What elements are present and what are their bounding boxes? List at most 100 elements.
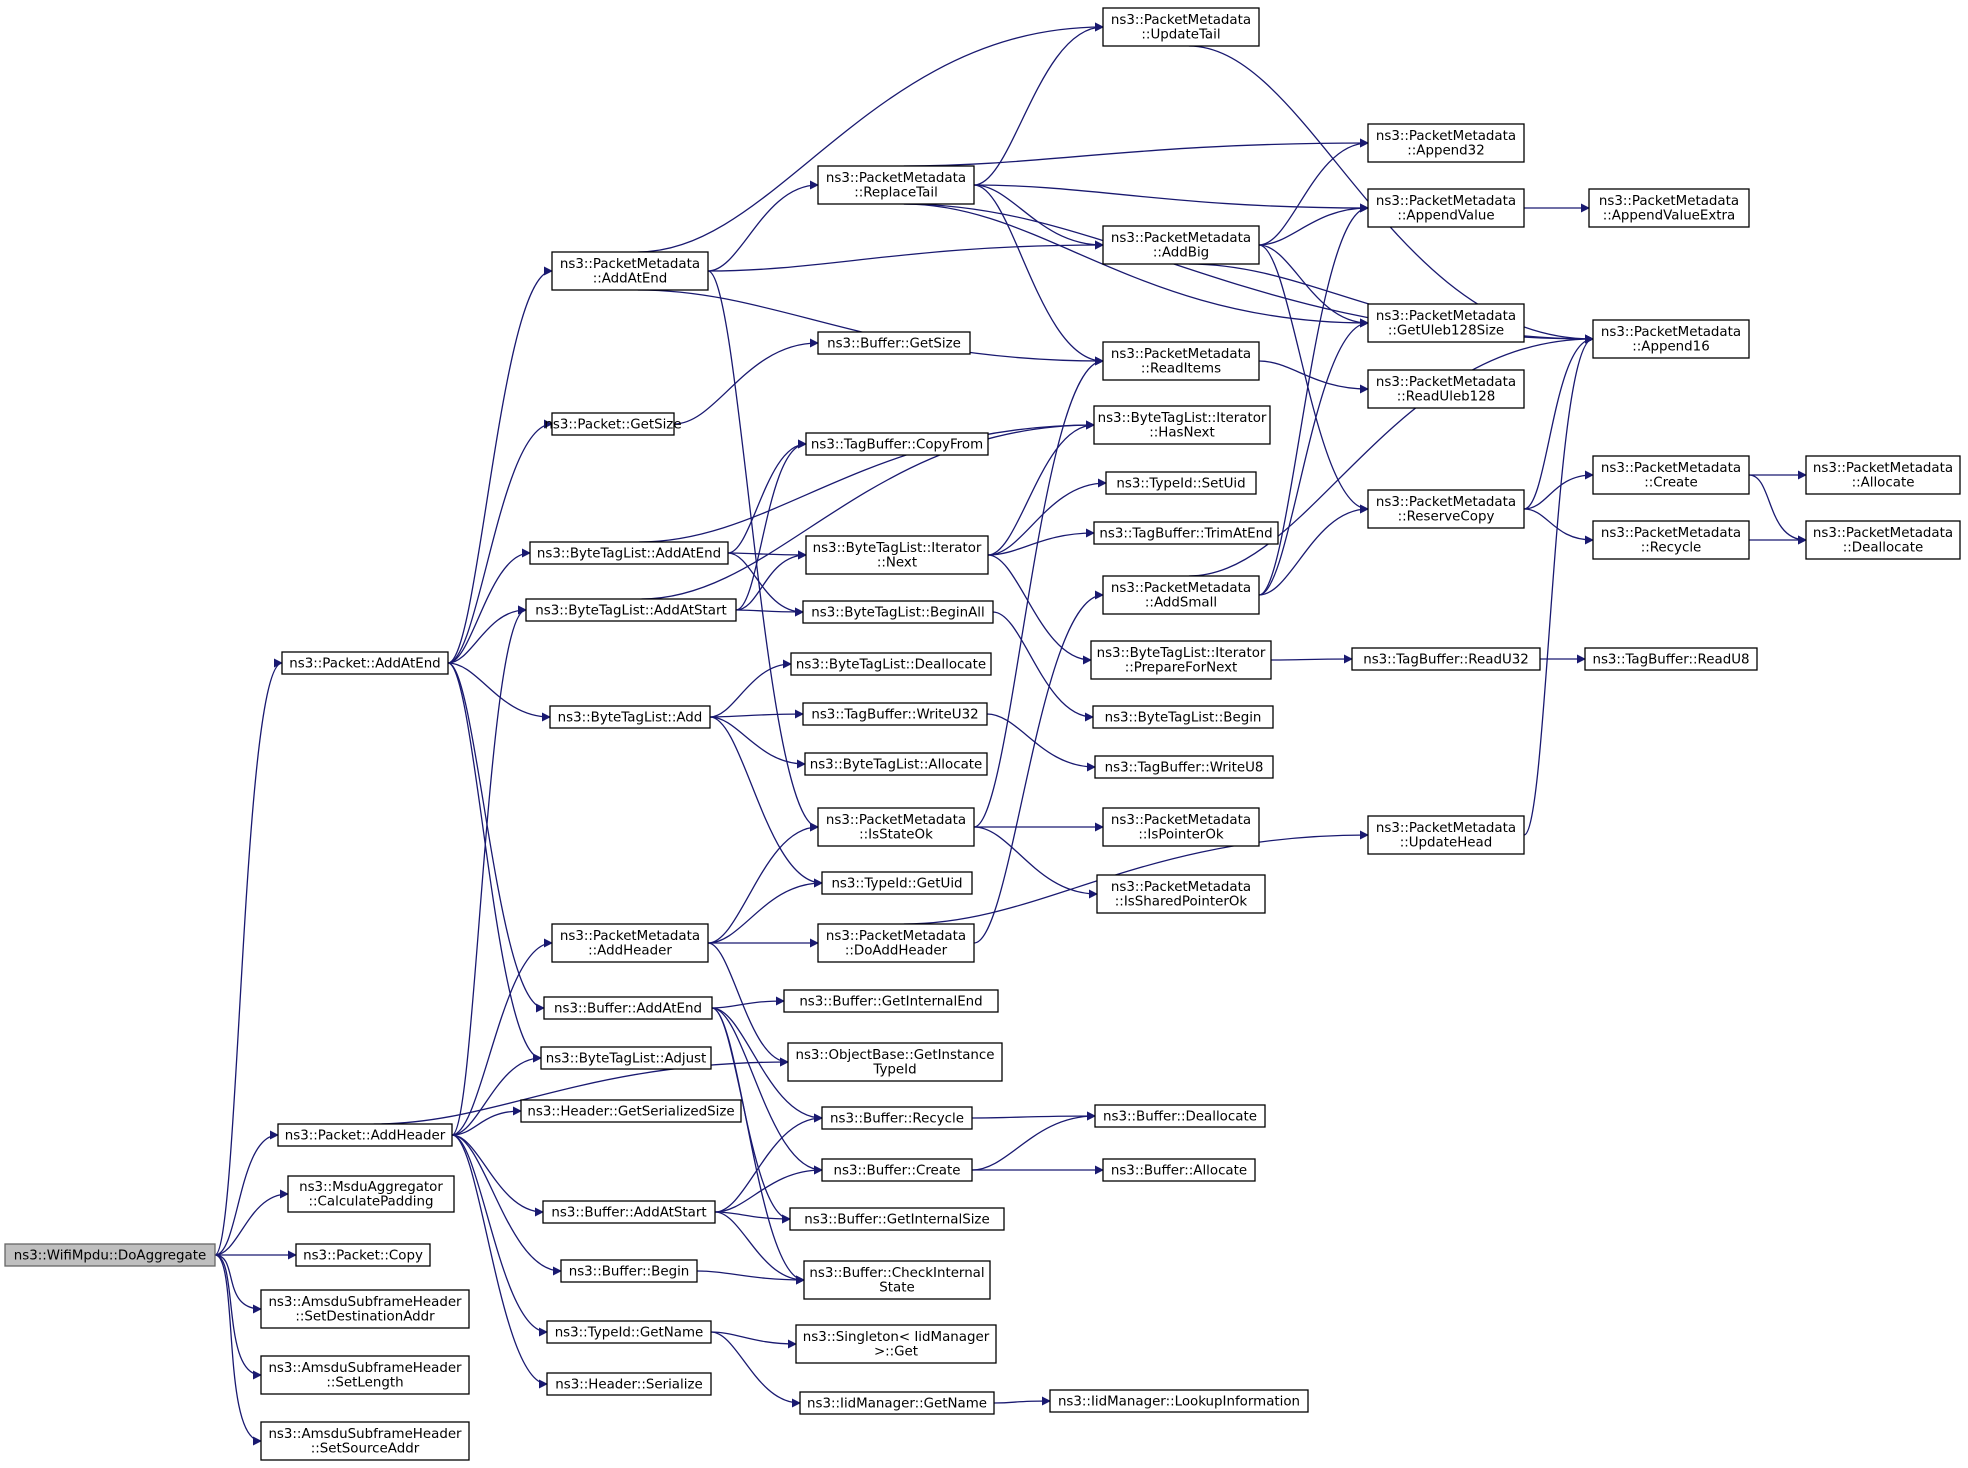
- edge-btl-addatend-to-btl-iter-next: [727, 550, 807, 560]
- node-tagbuffer-readu32[interactable]: ns3::TagBuffer::ReadU32: [1351, 647, 1541, 671]
- node-pm-getuleb[interactable]: ns3::PacketMetadata::GetUleb128Size: [1367, 303, 1525, 343]
- edge-path: [641, 420, 1095, 600]
- node-label: ns3::Buffer::Deallocate: [1103, 1109, 1257, 1124]
- node-buffer-getsize[interactable]: ns3::Buffer::GetSize: [817, 331, 971, 355]
- node-pm-readitems[interactable]: ns3::PacketMetadata::ReadItems: [1102, 341, 1260, 381]
- node-label: ::AppendValueExtra: [1603, 209, 1736, 224]
- node-label: ::AppendValue: [1397, 209, 1494, 224]
- node-tagbuffer-copyfrom[interactable]: ns3::TagBuffer::CopyFrom: [805, 432, 989, 456]
- node-btl-addatend[interactable]: ns3::ByteTagList::AddAtEnd: [529, 541, 729, 565]
- node-tagbuffer-readu8[interactable]: ns3::TagBuffer::ReadU8: [1584, 647, 1758, 671]
- node-packet-getsize[interactable]: ns3::Packet::GetSize: [544, 412, 682, 436]
- node-pm-addheader[interactable]: ns3::PacketMetadata::AddHeader: [551, 923, 709, 963]
- node-packet-addatend[interactable]: ns3::Packet::AddAtEnd: [281, 651, 449, 675]
- node-btl-alloc[interactable]: ns3::ByteTagList::Allocate: [804, 752, 988, 776]
- node-msdu-calcpad[interactable]: ns3::MsduAggregator::CalculatePadding: [287, 1175, 455, 1213]
- edge-path: [451, 1134, 562, 1276]
- node-pm-deallocate[interactable]: ns3::PacketMetadata::Deallocate: [1805, 520, 1961, 560]
- node-pm-readuleb[interactable]: ns3::PacketMetadata::ReadUleb128: [1367, 369, 1525, 409]
- node-buffer-addatstart[interactable]: ns3::Buffer::AddAtStart: [542, 1200, 716, 1224]
- node-btl-iter-prepare[interactable]: ns3::ByteTagList::Iterator::PrepareForNe…: [1090, 640, 1272, 680]
- node-buffer-getinternalend[interactable]: ns3::Buffer::GetInternalEnd: [783, 989, 999, 1013]
- node-label: ns3::Buffer::Recycle: [830, 1111, 964, 1126]
- edge-path: [214, 658, 283, 1256]
- node-btl-adjust[interactable]: ns3::ByteTagList::Adjust: [540, 1046, 712, 1070]
- node-buffer-recycle[interactable]: ns3::Buffer::Recycle: [821, 1106, 973, 1130]
- node-typeid-getname[interactable]: ns3::TypeId::GetName: [546, 1320, 712, 1344]
- node-pm-doaddheader[interactable]: ns3::PacketMetadata::DoAddHeader: [817, 923, 975, 963]
- node-header-serialize[interactable]: ns3::Header::Serialize: [546, 1372, 712, 1396]
- node-do-aggregate[interactable]: ns3::WifiMpdu::DoAggregate: [4, 1243, 216, 1267]
- node-box: [817, 165, 975, 205]
- node-buffer-create[interactable]: ns3::Buffer::Create: [821, 1158, 973, 1182]
- node-btl-beginall[interactable]: ns3::ByteTagList::BeginAll: [802, 600, 994, 624]
- edge-path: [711, 996, 785, 1009]
- node-typeid-getuid[interactable]: ns3::TypeId::GetUid: [821, 871, 973, 895]
- node-buffer-begin[interactable]: ns3::Buffer::Begin: [560, 1259, 698, 1283]
- node-iid-lookup[interactable]: ns3::IidManager::LookupInformation: [1049, 1389, 1309, 1413]
- node-pm-appendvalueextra[interactable]: ns3::PacketMetadata::AppendValueExtra: [1588, 188, 1750, 228]
- node-btl-add[interactable]: ns3::ByteTagList::Add: [549, 705, 711, 729]
- node-amsdu-setlen[interactable]: ns3::AmsduSubframeHeader::SetLength: [260, 1355, 470, 1395]
- edge-do-aggregate-to-msdu-calcpad: [214, 1189, 289, 1256]
- node-buffer-dealloc[interactable]: ns3::Buffer::Deallocate: [1094, 1104, 1266, 1128]
- node-box: [805, 432, 989, 456]
- edge-btl-iter-next-to-btl-iter-hasnext: [987, 420, 1095, 556]
- node-btl-dealloc[interactable]: ns3::ByteTagList::Deallocate: [790, 652, 992, 676]
- node-pm-addbig[interactable]: ns3::PacketMetadata::AddBig: [1102, 225, 1260, 265]
- node-label: ::ReplaceTail: [854, 186, 938, 201]
- edge-packet-addatend-to-btl-addatend: [447, 548, 531, 664]
- node-packet-copy[interactable]: ns3::Packet::Copy: [295, 1243, 431, 1267]
- node-header-getsersize[interactable]: ns3::Header::GetSerializedSize: [520, 1099, 742, 1123]
- node-tagbuffer-trimatend[interactable]: ns3::TagBuffer::TrimAtEnd: [1093, 521, 1279, 545]
- edge-path: [973, 356, 1104, 828]
- node-pm-create[interactable]: ns3::PacketMetadata::Create: [1592, 455, 1750, 495]
- node-pm-appendvalue[interactable]: ns3::PacketMetadata::AppendValue: [1367, 188, 1525, 228]
- node-typeid-setuid[interactable]: ns3::TypeId::SetUid: [1105, 471, 1257, 495]
- edge-packet-addheader-to-buffer-begin: [451, 1134, 562, 1276]
- edge-packet-addheader-to-pm-addheader: [451, 938, 553, 1136]
- edge-path: [214, 1254, 262, 1380]
- node-amsdu-setsrc[interactable]: ns3::AmsduSubframeHeader::SetSourceAddr: [260, 1421, 470, 1461]
- node-btl-iter-next[interactable]: ns3::ByteTagList::Iterator::Next: [805, 535, 989, 575]
- node-pm-addatend[interactable]: ns3::PacketMetadata::AddAtEnd: [551, 251, 709, 291]
- node-buffer-alloc[interactable]: ns3::Buffer::Allocate: [1102, 1158, 1256, 1182]
- node-pm-append16[interactable]: ns3::PacketMetadata::Append16: [1592, 319, 1750, 359]
- node-pm-allocate[interactable]: ns3::PacketMetadata::Allocate: [1805, 455, 1961, 495]
- node-pm-updatehead[interactable]: ns3::PacketMetadata::UpdateHead: [1367, 815, 1525, 855]
- edge-btl-add-to-typeid-getuid: [709, 716, 823, 888]
- node-tagbuffer-writeu32[interactable]: ns3::TagBuffer::WriteU32: [802, 702, 988, 726]
- node-label: ns3::PacketMetadata: [1376, 309, 1516, 324]
- node-btl-begin[interactable]: ns3::ByteTagList::Begin: [1092, 705, 1274, 729]
- node-label: ::PrepareForNext: [1125, 661, 1238, 676]
- node-iid-getname[interactable]: ns3::IidManager::GetName: [799, 1391, 995, 1415]
- edge-path: [637, 22, 1104, 253]
- node-label: ns3::Buffer::GetInternalEnd: [799, 994, 982, 1009]
- node-pm-reservecopy[interactable]: ns3::PacketMetadata::ReserveCopy: [1367, 489, 1525, 529]
- node-pm-recycle[interactable]: ns3::PacketMetadata::Recycle: [1592, 520, 1750, 560]
- node-label: ns3::PacketMetadata: [560, 257, 700, 272]
- node-pm-replacetail[interactable]: ns3::PacketMetadata::ReplaceTail: [817, 165, 975, 205]
- node-buffer-addatend[interactable]: ns3::Buffer::AddAtEnd: [543, 996, 713, 1020]
- node-btl-addatstart[interactable]: ns3::ByteTagList::AddAtStart: [525, 598, 737, 622]
- edge-btl-add-to-tagbuffer-writeu32: [709, 709, 804, 719]
- node-pm-addsmall[interactable]: ns3::PacketMetadata::AddSmall: [1102, 575, 1260, 615]
- node-pm-isstateok[interactable]: ns3::PacketMetadata::IsStateOk: [817, 807, 975, 847]
- node-packet-addheader[interactable]: ns3::Packet::AddHeader: [277, 1123, 453, 1147]
- node-pm-ispointerok[interactable]: ns3::PacketMetadata::IsPointerOk: [1102, 807, 1260, 847]
- node-pm-issharedptrok[interactable]: ns3::PacketMetadata::IsSharedPointerOk: [1096, 874, 1266, 914]
- node-amsdu-setdest[interactable]: ns3::AmsduSubframeHeader::SetDestination…: [260, 1289, 470, 1329]
- node-label: ::UpdateHead: [1400, 836, 1493, 851]
- node-btl-iter-hasnext[interactable]: ns3::ByteTagList::Iterator::HasNext: [1093, 405, 1271, 445]
- node-tagbuffer-writeu8[interactable]: ns3::TagBuffer::WriteU8: [1094, 755, 1274, 779]
- node-pm-append32[interactable]: ns3::PacketMetadata::Append32: [1367, 123, 1525, 163]
- node-box: [1105, 471, 1257, 495]
- node-buffer-getinternalsize[interactable]: ns3::Buffer::GetInternalSize: [789, 1207, 1005, 1231]
- node-pm-updatetail[interactable]: ns3::PacketMetadata::UpdateTail: [1102, 7, 1260, 47]
- node-singleton-get[interactable]: ns3::Singleton< IidManager>::Get: [795, 1324, 997, 1364]
- edge-pm-doaddheader-to-pm-addsmall: [973, 590, 1104, 944]
- node-box: [1592, 455, 1750, 495]
- node-box: [540, 1046, 712, 1070]
